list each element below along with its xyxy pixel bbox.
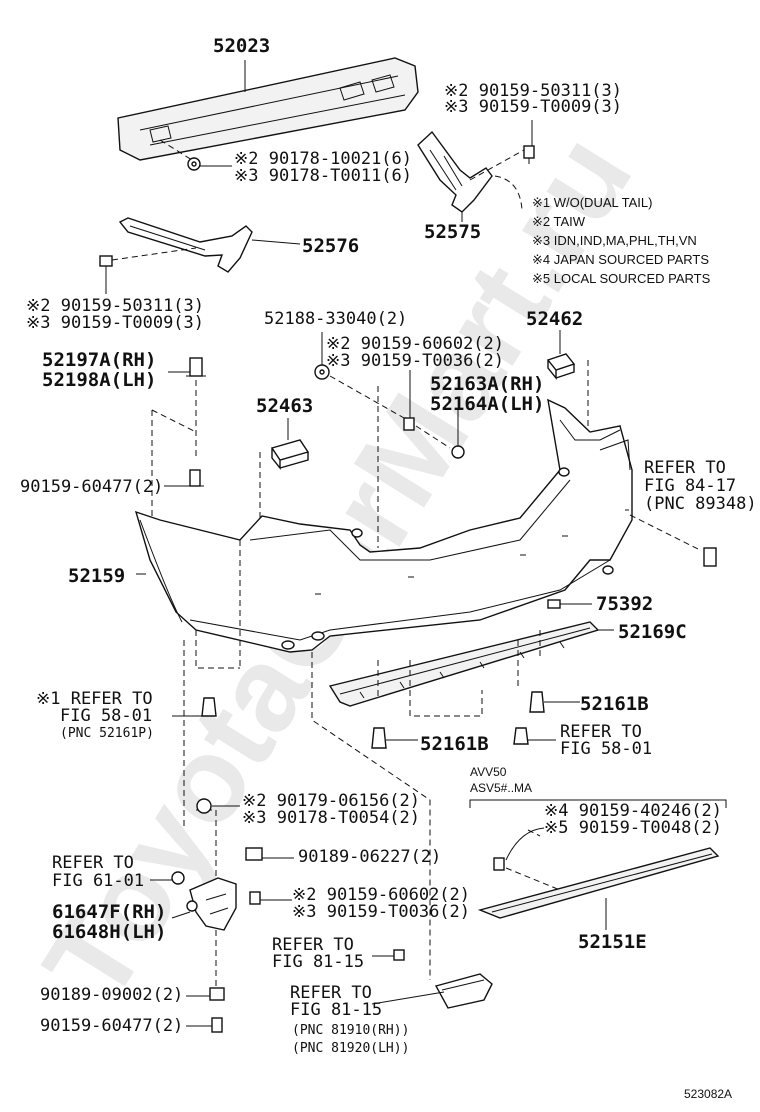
label-r1-b: FIG 84-17 bbox=[644, 476, 736, 496]
clip-icon[interactable] bbox=[201, 697, 217, 717]
label-52163a: 52163A(RH) bbox=[430, 373, 544, 395]
label-52164a: 52164A(LH) bbox=[430, 393, 544, 415]
label-r6-a: REFER TO bbox=[290, 983, 372, 1003]
label-d4-a: ※2 90159-60602(2) bbox=[326, 334, 504, 354]
clip-icon[interactable] bbox=[371, 727, 387, 749]
label-52463: 52463 bbox=[256, 395, 313, 417]
bolt-icon[interactable] bbox=[493, 857, 505, 871]
bumper-reinforcement[interactable] bbox=[117, 57, 419, 161]
label-d2-a: ※2 90178-10021(6) bbox=[234, 149, 412, 169]
label-r2-a: ※1 REFER TO bbox=[36, 689, 153, 709]
label-d1-b: ※3 90159-T0009(3) bbox=[444, 97, 622, 117]
label-r4-a: REFER TO bbox=[52, 853, 134, 873]
pad-52463[interactable] bbox=[270, 439, 310, 470]
fastener-icon[interactable] bbox=[703, 547, 717, 567]
label-52576: 52576 bbox=[302, 235, 359, 257]
label-d7-a: ※4 90159-40246(2) bbox=[544, 801, 722, 821]
label-52575: 52575 bbox=[424, 221, 481, 243]
label-52198a: 52198A(LH) bbox=[42, 369, 156, 391]
side-bracket[interactable] bbox=[186, 877, 237, 931]
label-r6-b: FIG 81-15 bbox=[290, 1000, 382, 1020]
label-d7-b: ※5 90159-T0048(2) bbox=[544, 818, 722, 838]
clip-icon[interactable] bbox=[529, 691, 545, 713]
bolt-icon[interactable] bbox=[249, 891, 261, 905]
label-d3-b: ※3 90159-T0009(3) bbox=[26, 313, 204, 333]
label-d5-a: ※2 90179-06156(2) bbox=[242, 791, 420, 811]
diagram-code: 523082A bbox=[684, 1087, 732, 1101]
label-52197a: 52197A(RH) bbox=[42, 349, 156, 371]
label-d6-b: ※3 90159-T0036(2) bbox=[292, 902, 470, 922]
clip-icon[interactable] bbox=[547, 599, 561, 609]
label-d4-b: ※3 90159-T0036(2) bbox=[326, 351, 504, 371]
label-90189-06227: 90189-06227(2) bbox=[298, 847, 441, 867]
label-r6-c: (PNC 81910(RH)) bbox=[292, 1023, 409, 1038]
label-52161b-a: 52161B bbox=[580, 693, 649, 715]
label-52161b-b: 52161B bbox=[420, 733, 489, 755]
pad-52462[interactable] bbox=[546, 353, 576, 380]
label-52169c: 52169C bbox=[618, 621, 687, 643]
label-r5-b: FIG 81-15 bbox=[272, 952, 364, 972]
label-r6-d: (PNC 81920(LH)) bbox=[292, 1041, 409, 1056]
clip-icon[interactable] bbox=[513, 727, 529, 745]
label-r5-a: REFER TO bbox=[272, 935, 354, 955]
label-d3-a: ※2 90159-50311(3) bbox=[26, 296, 204, 316]
bolt-icon[interactable] bbox=[211, 1017, 223, 1033]
reflector[interactable] bbox=[434, 973, 493, 1009]
bolt-icon[interactable] bbox=[99, 255, 113, 274]
label-r4-b: FIG 61-01 bbox=[52, 871, 144, 891]
label-52188: 52188-33040(2) bbox=[264, 309, 407, 329]
bolt-icon[interactable] bbox=[186, 469, 204, 487]
label-d6-a: ※2 90159-60602(2) bbox=[292, 885, 470, 905]
label-r3-b: FIG 58-01 bbox=[560, 739, 652, 759]
grommet-icon[interactable] bbox=[196, 798, 212, 814]
nut-icon[interactable] bbox=[209, 987, 225, 1001]
legend-4: ※4 JAPAN SOURCED PARTS bbox=[532, 252, 709, 267]
molding-52169c[interactable] bbox=[328, 621, 600, 707]
retainer-icon[interactable] bbox=[186, 357, 206, 377]
legend-5: ※5 LOCAL SOURCED PARTS bbox=[532, 271, 711, 286]
label-d2-b: ※3 90178-T0011(6) bbox=[234, 166, 412, 186]
label-r2-b: FIG 58-01 bbox=[60, 706, 152, 726]
label-d5-b: ※3 90178-T0054(2) bbox=[242, 808, 420, 828]
label-90189-09002: 90189-09002(2) bbox=[40, 985, 183, 1005]
bracket-52576[interactable] bbox=[118, 217, 253, 273]
label-75392: 75392 bbox=[596, 593, 653, 615]
legend-2: ※2 TAIW bbox=[532, 214, 586, 229]
legend-3: ※3 IDN,IND,MA,PHL,TH,VN bbox=[532, 233, 697, 248]
label-61648h: 61648H(LH) bbox=[52, 921, 166, 943]
variant-note-1: AVV50 bbox=[470, 765, 507, 779]
variant-note-2: ASV5#..MA bbox=[470, 781, 532, 795]
label-52159: 52159 bbox=[68, 565, 125, 587]
label-52023: 52023 bbox=[213, 35, 270, 57]
label-52151e: 52151E bbox=[578, 931, 647, 953]
label-r2-c: (PNC 52161P) bbox=[60, 726, 154, 741]
label-r1-c: (PNC 89348) bbox=[644, 494, 757, 514]
grommet-icon[interactable] bbox=[451, 445, 465, 459]
molding-52151e[interactable] bbox=[477, 847, 720, 919]
bracket-52575[interactable] bbox=[417, 130, 493, 213]
bolt-icon[interactable] bbox=[523, 145, 535, 164]
grommet-icon[interactable] bbox=[171, 871, 185, 885]
nut-icon[interactable] bbox=[245, 847, 263, 861]
label-d1-a: ※2 90159-50311(3) bbox=[444, 81, 622, 101]
label-r1-a: REFER TO bbox=[644, 458, 726, 478]
label-61647f: 61647F(RH) bbox=[52, 901, 166, 923]
bolt-icon[interactable] bbox=[403, 417, 415, 431]
bolt-icon[interactable] bbox=[393, 949, 405, 961]
label-52462: 52462 bbox=[526, 308, 583, 330]
bumper-cover[interactable] bbox=[134, 398, 633, 653]
nut-icon[interactable] bbox=[187, 157, 201, 171]
label-90159-60477-b: 90159-60477(2) bbox=[40, 1016, 183, 1036]
label-r3-a: REFER TO bbox=[560, 722, 642, 742]
label-90159-60477-a: 90159-60477(2) bbox=[20, 477, 163, 497]
legend-1: ※1 W/O(DUAL TAIL) bbox=[532, 195, 652, 210]
